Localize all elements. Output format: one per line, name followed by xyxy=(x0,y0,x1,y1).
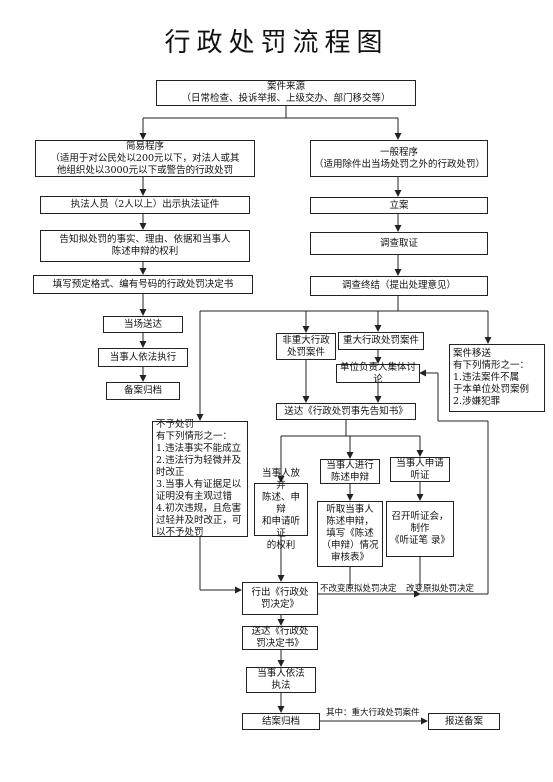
node-case-source: 案件来源（日常检查、投诉举报、上级交办、部门移交等） xyxy=(156,80,416,106)
node-party-defense: 当事人进行陈述申辩 xyxy=(320,459,380,484)
node-deliver-decision: 送达《行政处罚决定书》 xyxy=(242,626,318,650)
node-hold-hearing: 召开听证会，制作《听证笔 录》 xyxy=(386,501,454,557)
node-deliver-on-spot: 当场送达 xyxy=(103,316,183,333)
label-major-case-note: 其中：重大行政处罚案件 xyxy=(326,708,420,718)
node-close-archive: 结案归档 xyxy=(242,713,320,730)
node-general-procedure: 一般程序（适用除件出当场处罚之外的行政处罚） xyxy=(310,140,488,177)
node-collective-discussion: 单位负责人集体讨论 xyxy=(336,362,420,385)
node-penalty-decision: 行出《行政处罚决定》 xyxy=(242,582,318,615)
page-title: 行政处罚流程图 xyxy=(164,28,389,58)
node-inform-rights: 告知拟处罚的事实、理由、依据和当事人陈述申辩的权利 xyxy=(40,230,250,262)
node-conclude-investigation: 调查终结（提出处理意见） xyxy=(310,276,488,296)
node-party-execute: 当事人依法执法 xyxy=(246,667,316,693)
node-report-filing: 报送备案 xyxy=(428,713,500,730)
node-party-execute-simple: 当事人依法执行 xyxy=(98,348,188,367)
node-non-major-case: 非重大行政处罚案件 xyxy=(276,333,336,360)
node-archive-simple: 备案归档 xyxy=(106,382,180,400)
node-waive-rights: 当事人放弃陈述、申辩和申请听证的权利 xyxy=(254,468,308,551)
node-register-case: 立案 xyxy=(310,197,488,214)
node-apply-hearing: 当事人申请听证 xyxy=(390,457,450,482)
node-prior-notice: 送达《行政处罚事先告知书》 xyxy=(276,403,416,420)
node-show-certificate: 执法人员（2人以上）出示执法证件 xyxy=(40,196,250,214)
label-change-decision: 改变原拟处罚决定 xyxy=(406,584,475,594)
label-no-change-decision: 不改变原拟处罚决定 xyxy=(320,584,397,594)
node-major-case: 重大行政处罚案件 xyxy=(338,332,424,350)
node-simple-procedure: 简易程序（适用于对公民处以200元以下，对法人或其他组织处以3000元以下或警告… xyxy=(35,140,255,177)
node-investigate: 调查取证 xyxy=(310,232,488,255)
node-fill-decision-form: 填写预定格式、编有号码的行政处罚决定书 xyxy=(33,275,253,294)
node-record-defense: 听取当事人陈述申辩，填写《陈述（申辩）情况审核表》 xyxy=(317,501,383,567)
